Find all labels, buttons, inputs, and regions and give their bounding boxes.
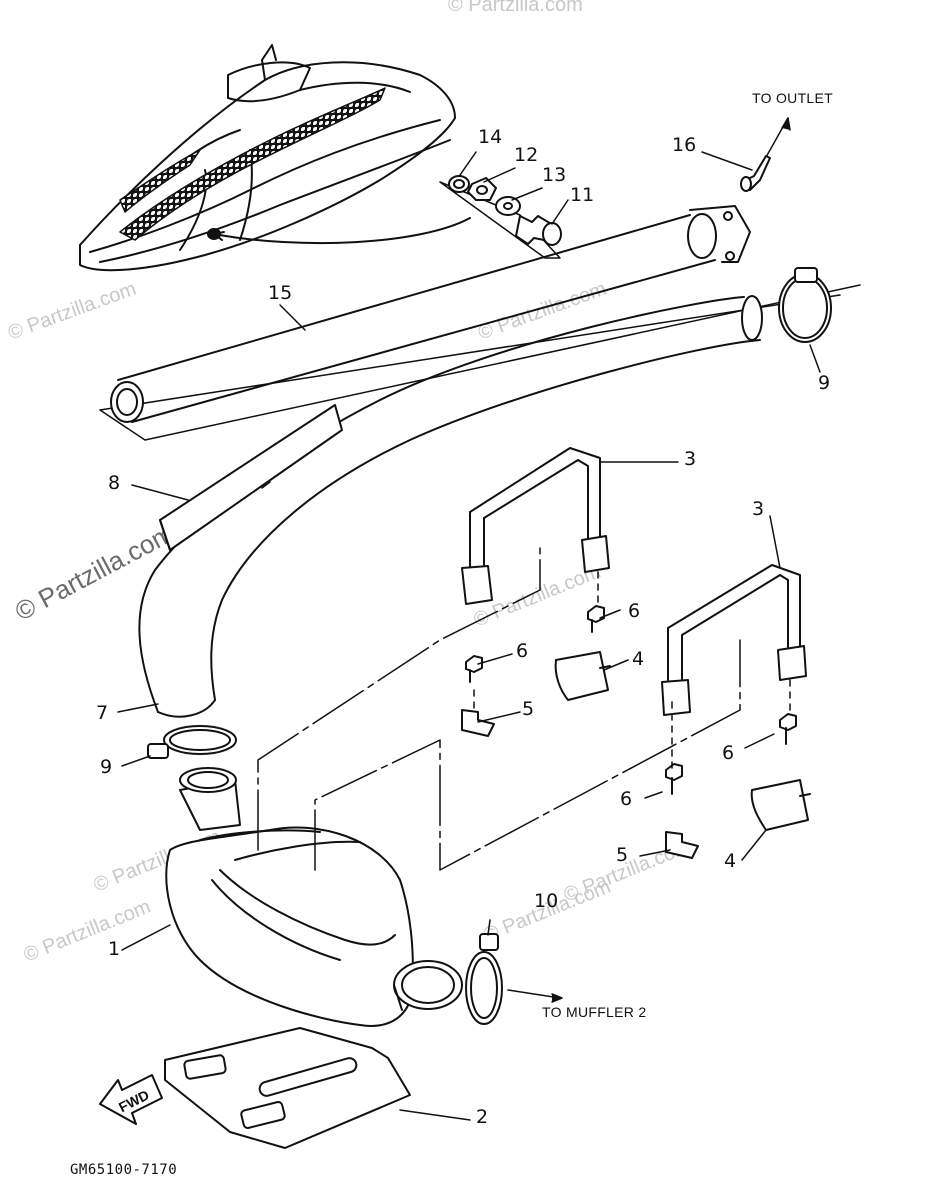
figure-code: GM65100-7170 bbox=[70, 1162, 178, 1178]
callout-6-c: 6 bbox=[722, 742, 735, 764]
rivet-16 bbox=[740, 155, 771, 192]
callout-13: 13 bbox=[542, 164, 567, 186]
callout-6-d: 6 bbox=[620, 788, 633, 810]
callout-14: 14 bbox=[478, 126, 503, 148]
callout-8: 8 bbox=[108, 472, 121, 494]
callout-9-lower: 9 bbox=[100, 756, 113, 778]
callout-12: 12 bbox=[514, 144, 539, 166]
clamp-9-lower bbox=[147, 725, 237, 759]
plate-2 bbox=[164, 1027, 411, 1149]
clamp-9-upper bbox=[778, 267, 832, 343]
inlet-fittings bbox=[439, 175, 562, 259]
watercraft-hull bbox=[79, 44, 471, 272]
callout-15: 15 bbox=[268, 282, 293, 304]
watermark: © Partzilla.com bbox=[448, 0, 583, 16]
callout-5-upper: 5 bbox=[522, 698, 535, 720]
callout-4-lower: 4 bbox=[724, 850, 737, 872]
note-to-outlet: TO OUTLET bbox=[752, 90, 834, 106]
callout-3-upper: 3 bbox=[684, 448, 697, 470]
hose-15 bbox=[99, 205, 861, 441]
muffler-1 bbox=[165, 767, 463, 1027]
callout-7: 7 bbox=[96, 702, 109, 724]
strap-3-lower bbox=[661, 564, 807, 716]
tape-8 bbox=[159, 404, 343, 551]
callout-3-lower: 3 bbox=[752, 498, 765, 520]
assembly-dash-lines bbox=[257, 547, 791, 871]
callout-4-upper: 4 bbox=[632, 648, 645, 670]
callout-11: 11 bbox=[570, 184, 595, 206]
bolt-6-group bbox=[465, 605, 797, 795]
pad-4-group bbox=[554, 651, 811, 831]
callout-1: 1 bbox=[108, 938, 121, 960]
fwd-arrow-icon bbox=[99, 1074, 163, 1125]
callout-6-b: 6 bbox=[516, 640, 529, 662]
leader-lines bbox=[117, 117, 821, 1121]
callout-10: 10 bbox=[534, 890, 559, 912]
callout-9-upper: 9 bbox=[818, 372, 831, 394]
callout-2: 2 bbox=[476, 1106, 489, 1128]
strap-3-upper bbox=[461, 447, 610, 605]
callout-6-a: 6 bbox=[628, 600, 641, 622]
callout-5-lower: 5 bbox=[616, 844, 629, 866]
bracket-5-group bbox=[461, 709, 699, 859]
clamp-10 bbox=[465, 933, 503, 1025]
callout-16: 16 bbox=[672, 134, 697, 156]
note-to-muffler: TO MUFFLER 2 bbox=[542, 1004, 647, 1020]
